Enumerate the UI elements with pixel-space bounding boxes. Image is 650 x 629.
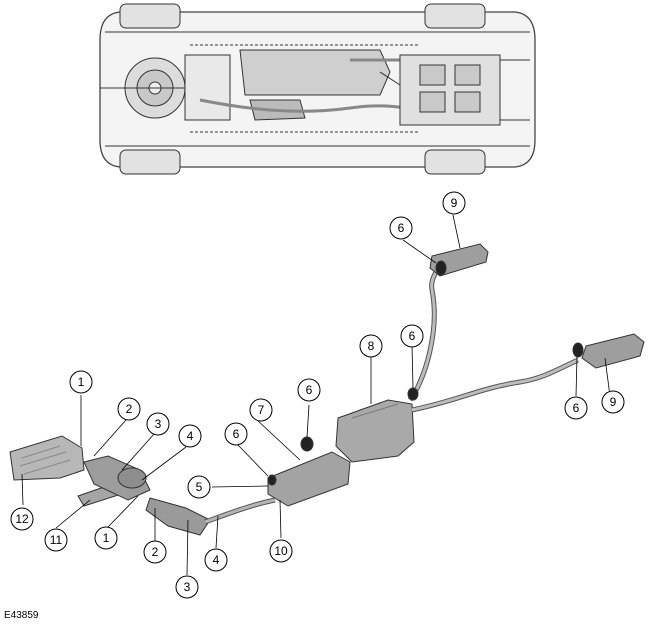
callout-label: 9 — [451, 196, 458, 210]
callout-c7: 7 — [249, 398, 273, 422]
callout-label: 3 — [155, 417, 162, 431]
figure-reference-code: E43859 — [4, 610, 39, 621]
mounting-rubber — [267, 474, 277, 486]
callout-circle — [269, 539, 293, 563]
callout-circle — [69, 370, 93, 394]
callout-label: 2 — [152, 545, 159, 559]
callout-c9b: 9 — [601, 390, 625, 414]
callout-c6d: 6 — [389, 216, 413, 240]
callout-circle — [297, 378, 321, 402]
callout-c4b: 4 — [204, 548, 228, 572]
callout-circle — [224, 422, 248, 446]
callout-label: 6 — [573, 401, 580, 415]
callout-label: 6 — [398, 221, 405, 235]
callout-circle — [564, 396, 588, 420]
callout-label: 10 — [274, 544, 288, 558]
exhaust-system — [9, 243, 645, 536]
callout-circle — [178, 424, 202, 448]
callout-c5: 5 — [187, 475, 211, 499]
callout-c1a: 1 — [69, 370, 93, 394]
intermediate-catalytic-converter — [145, 497, 211, 536]
callout-c11: 11 — [44, 528, 68, 552]
callout-label: 5 — [196, 480, 203, 494]
callout-c6b: 6 — [297, 378, 321, 402]
callout-c2b: 2 — [143, 540, 167, 564]
callout-c6c: 6 — [400, 324, 424, 348]
callout-circle — [249, 398, 273, 422]
callout-c4a: 4 — [178, 424, 202, 448]
centre-silencer — [267, 451, 351, 507]
callout-label: 4 — [187, 429, 194, 443]
callout-label: 6 — [409, 329, 416, 343]
callout-circle — [400, 324, 424, 348]
callout-c10: 10 — [269, 539, 293, 563]
callout-c6a: 6 — [224, 422, 248, 446]
callout-label: 6 — [233, 427, 240, 441]
front-catalytic-converter — [83, 455, 151, 501]
main-silencer — [335, 399, 415, 463]
callout-circle — [143, 540, 167, 564]
callout-circle — [94, 526, 118, 550]
callout-c3a: 3 — [146, 412, 170, 436]
callout-circle — [44, 528, 68, 552]
callout-circle — [204, 548, 228, 572]
callout-label: 11 — [50, 533, 63, 547]
callout-c8: 8 — [359, 334, 383, 358]
callout-circle — [187, 475, 211, 499]
callout-circle — [117, 397, 141, 421]
callout-label: 2 — [126, 402, 133, 416]
callout-c9a: 9 — [442, 191, 466, 215]
callout-label: 8 — [368, 339, 375, 353]
vehicle-underside-view — [99, 3, 536, 175]
tail-silencer-right — [581, 333, 645, 369]
callout-c3b: 3 — [175, 575, 199, 599]
mounting-rubber — [407, 387, 419, 401]
callout-c2a: 2 — [117, 397, 141, 421]
callout-c6e: 6 — [564, 396, 588, 420]
callout-label: 6 — [306, 383, 313, 397]
callout-label: 1 — [78, 375, 85, 389]
callout-circle — [175, 575, 199, 599]
callout-c1b: 1 — [94, 526, 118, 550]
callout-circle — [389, 216, 413, 240]
callout-circle — [442, 191, 466, 215]
callout-label: 3 — [184, 580, 191, 594]
callout-circle — [146, 412, 170, 436]
callout-label: 1 — [103, 531, 110, 545]
callout-circle — [359, 334, 383, 358]
leader-lines — [21, 214, 611, 576]
callout-circle — [601, 390, 625, 414]
callout-c12: 12 — [10, 507, 34, 531]
callout-label: 12 — [15, 512, 29, 526]
callout-circle — [10, 507, 34, 531]
mounting-rubber — [300, 436, 314, 452]
callout-label: 4 — [213, 553, 220, 567]
callout-label: 9 — [610, 395, 617, 409]
callout-label: 7 — [258, 403, 265, 417]
